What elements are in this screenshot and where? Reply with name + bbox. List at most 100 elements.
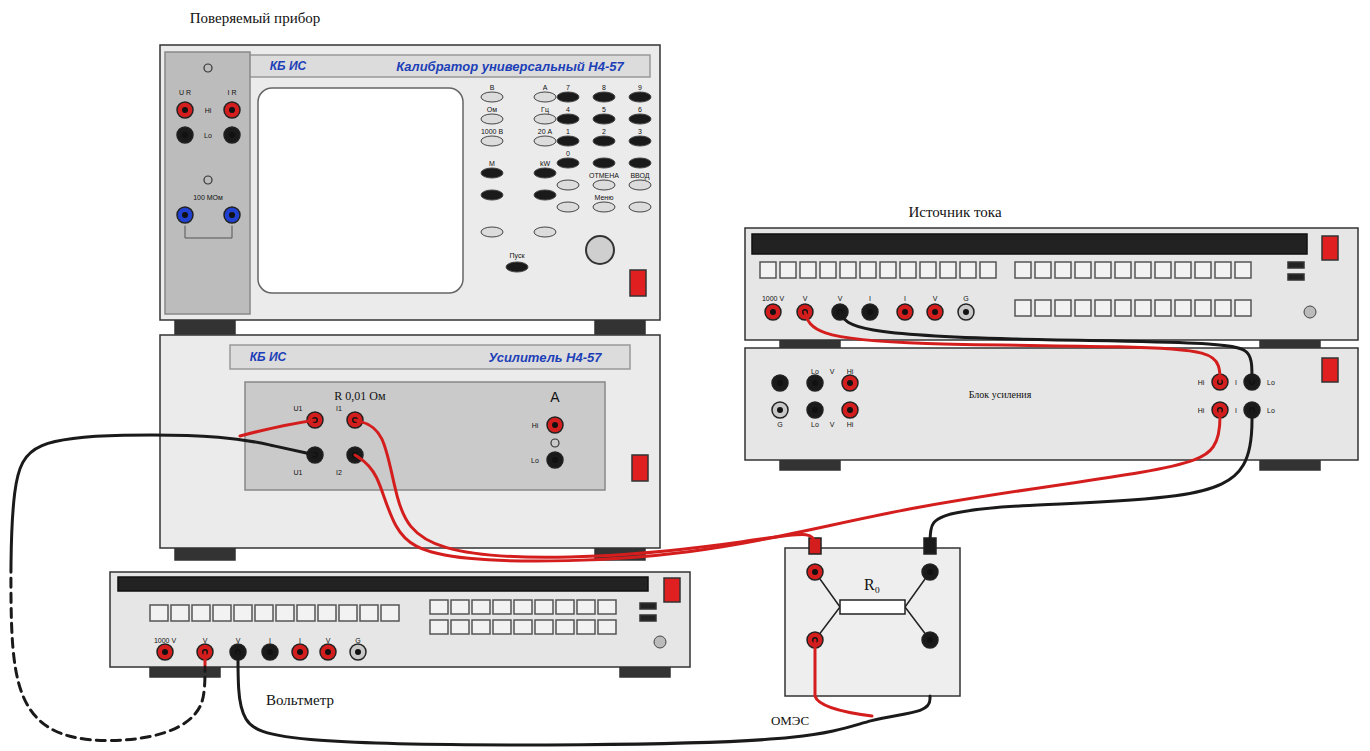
key-button bbox=[557, 114, 579, 124]
key-button bbox=[593, 92, 615, 102]
panel-key bbox=[840, 262, 856, 278]
key-button bbox=[593, 158, 615, 168]
panel-key bbox=[760, 262, 776, 278]
socket-hole bbox=[162, 649, 168, 655]
socket-hole bbox=[552, 422, 558, 428]
socket-hole bbox=[229, 212, 235, 218]
panel-key bbox=[960, 262, 976, 278]
resistance-standard: R₀ОМЭС bbox=[785, 548, 960, 696]
device-heading: Поверяемый прибор bbox=[190, 11, 321, 26]
panel-marking: A bbox=[550, 390, 559, 404]
panel-marking: Гц bbox=[541, 106, 549, 113]
power-switch bbox=[1322, 236, 1338, 260]
panel-marking: 7 bbox=[566, 84, 570, 91]
terminal-socket bbox=[897, 304, 913, 320]
key-button bbox=[481, 136, 503, 146]
panel-marking: V bbox=[326, 637, 331, 644]
panel-marking: Lo bbox=[204, 132, 212, 139]
panel-key bbox=[598, 600, 616, 614]
resistor-lead bbox=[815, 572, 930, 640]
panel-marking: 0 bbox=[566, 150, 570, 157]
terminal-socket bbox=[958, 304, 974, 320]
panel-marking: Ом bbox=[487, 106, 497, 113]
voltmeter-device: Вольтметр bbox=[110, 572, 690, 667]
rotary-knob bbox=[586, 236, 614, 264]
panel-marking: U R bbox=[179, 89, 191, 96]
connecting-cable bbox=[930, 410, 1252, 548]
panel-marking: В bbox=[490, 84, 495, 91]
panel-marking: U1 bbox=[294, 469, 303, 476]
panel-marking: Hi bbox=[1198, 407, 1205, 414]
panel-key bbox=[339, 605, 357, 621]
panel-key bbox=[1015, 300, 1031, 316]
key-button bbox=[481, 92, 503, 102]
key-button bbox=[557, 180, 579, 190]
terminal-socket bbox=[262, 644, 278, 660]
panel-key bbox=[1235, 262, 1251, 278]
display-strip bbox=[118, 577, 648, 591]
panel-marking: Меню bbox=[595, 194, 614, 201]
key-button bbox=[534, 92, 556, 102]
amplifier-block-body bbox=[745, 348, 1358, 460]
power-switch bbox=[632, 455, 648, 481]
key-button bbox=[557, 158, 579, 168]
panel-marking: 1000 V bbox=[762, 295, 784, 302]
panel-key bbox=[1035, 262, 1051, 278]
name-plate bbox=[240, 55, 650, 77]
socket-hole bbox=[812, 569, 818, 575]
panel-marking: А bbox=[543, 84, 548, 91]
panel-marking: I bbox=[269, 637, 271, 644]
panel-marking: Пуск bbox=[509, 252, 524, 259]
key-button bbox=[506, 262, 528, 272]
panel-marking: V bbox=[838, 295, 843, 302]
panel-marking: 3 bbox=[638, 128, 642, 135]
panel-key bbox=[535, 620, 553, 634]
socket-hole bbox=[182, 212, 188, 218]
current-source-body bbox=[745, 228, 1358, 340]
socket-hole bbox=[932, 309, 938, 315]
key-button bbox=[593, 202, 615, 212]
key-button bbox=[557, 136, 579, 146]
panel-key bbox=[1215, 300, 1231, 316]
panel-marking: V bbox=[830, 421, 835, 428]
panel-key bbox=[1155, 300, 1171, 316]
terminal-socket bbox=[292, 644, 308, 660]
panel-key bbox=[1175, 262, 1191, 278]
panel-marking: G bbox=[963, 295, 968, 302]
terminal-panel bbox=[245, 382, 605, 490]
key-button bbox=[534, 190, 556, 200]
panel-key bbox=[1135, 300, 1151, 316]
key-button bbox=[629, 114, 651, 124]
key-button bbox=[629, 136, 651, 146]
terminal-socket bbox=[547, 417, 563, 433]
panel-key bbox=[780, 262, 796, 278]
calibrator-body bbox=[160, 45, 660, 320]
panel-marking: ВВОД bbox=[630, 172, 649, 179]
terminal-socket bbox=[157, 644, 173, 660]
panel-marking: 2 bbox=[602, 128, 606, 135]
terminal-panel bbox=[165, 52, 250, 314]
panel-key bbox=[213, 605, 231, 621]
panel-key bbox=[1215, 262, 1231, 278]
key-button bbox=[534, 114, 556, 124]
current-source-device: Источник тока bbox=[745, 228, 1358, 340]
panel-key bbox=[598, 620, 616, 634]
terminal-socket bbox=[842, 375, 858, 391]
panel-key bbox=[451, 600, 469, 614]
terminal-socket bbox=[862, 304, 878, 320]
terminal-socket bbox=[842, 402, 858, 418]
device-caption: ОМЭС bbox=[771, 714, 809, 727]
socket-hole bbox=[355, 649, 361, 655]
panel-marking: I bbox=[299, 637, 301, 644]
resistor-symbol bbox=[840, 600, 905, 614]
panel-marking: V bbox=[803, 295, 808, 302]
panel-marking: Hi bbox=[205, 107, 212, 114]
resistance-rating: R 0,01 Ом bbox=[334, 390, 385, 402]
terminal-socket bbox=[927, 304, 943, 320]
terminal-socket bbox=[224, 207, 240, 223]
socket-hole bbox=[229, 107, 235, 113]
panel-key bbox=[297, 605, 315, 621]
panel-marking: 6 bbox=[638, 106, 642, 113]
socket-hole bbox=[847, 407, 853, 413]
